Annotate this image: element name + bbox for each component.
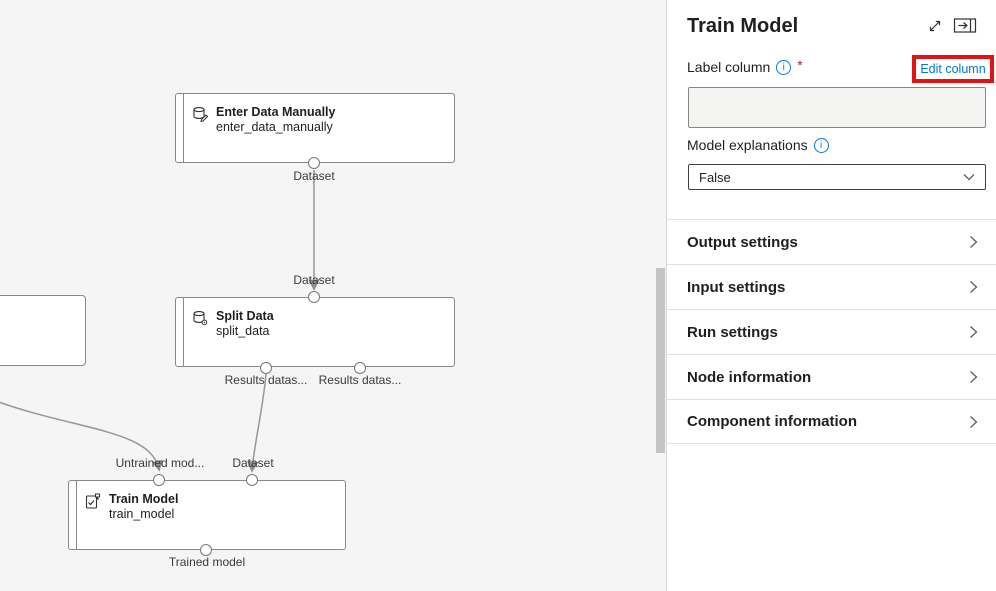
input-port[interactable] <box>246 474 258 486</box>
pipeline-canvas[interactable]: Enter Data Manually enter_data_manually … <box>0 0 666 591</box>
edge-split-to-train[interactable] <box>247 373 267 473</box>
label-column-row: Label column i * <box>687 57 803 75</box>
model-explanations-label: Model explanations <box>687 137 808 153</box>
section-input-settings[interactable]: Input settings <box>667 264 996 309</box>
select-value: False <box>699 169 731 185</box>
node-enter-data-manually[interactable]: Enter Data Manually enter_data_manually <box>175 93 455 163</box>
section-component-information[interactable]: Component information <box>667 399 996 444</box>
model-explanations-row: Model explanations i <box>687 137 829 153</box>
port-label: Results datas... <box>224 373 308 387</box>
vertical-scrollbar[interactable] <box>656 268 665 453</box>
section-output-settings[interactable]: Output settings <box>667 219 996 264</box>
train-model-icon <box>85 493 100 509</box>
output-port[interactable] <box>308 157 320 169</box>
collapse-panel-right-icon[interactable] <box>953 17 977 34</box>
info-icon[interactable]: i <box>813 137 829 153</box>
model-explanations-select[interactable]: False <box>688 164 986 190</box>
node-subtitle: split_data <box>216 324 270 338</box>
output-port[interactable] <box>354 362 366 374</box>
chevron-right-icon <box>970 326 978 338</box>
panel-title: Train Model <box>687 15 799 37</box>
chevron-right-icon <box>970 236 978 248</box>
required-marker: * <box>797 57 803 73</box>
node-title: Split Data <box>216 309 274 323</box>
node-subtitle: enter_data_manually <box>216 120 333 134</box>
split-data-icon <box>193 311 208 326</box>
input-port[interactable] <box>308 291 320 303</box>
node-train-model[interactable]: Train Model train_model <box>68 480 346 550</box>
node-split-data[interactable]: Split Data split_data <box>175 297 455 367</box>
node-partial[interactable] <box>0 295 86 366</box>
edge-offscreen-to-train[interactable] <box>0 398 163 472</box>
label-column-field[interactable] <box>688 87 986 128</box>
chevron-down-icon <box>963 174 975 181</box>
chevron-right-icon <box>970 281 978 293</box>
port-label: Dataset <box>293 273 335 287</box>
section-run-settings[interactable]: Run settings <box>667 309 996 354</box>
node-title: Train Model <box>109 492 179 506</box>
port-label: Dataset <box>232 456 274 470</box>
section-node-information[interactable]: Node information <box>667 354 996 399</box>
node-subtitle: train_model <box>109 507 175 521</box>
output-port[interactable] <box>200 544 212 556</box>
port-label: Results datas... <box>318 373 402 387</box>
chevron-right-icon <box>970 415 978 428</box>
annotation-highlight: Edit column <box>912 55 994 83</box>
output-port[interactable] <box>260 362 272 374</box>
port-label: Trained model <box>168 555 246 569</box>
edit-column-link[interactable]: Edit column <box>920 62 986 76</box>
input-port[interactable] <box>153 474 165 486</box>
chevron-right-icon <box>970 371 978 383</box>
node-title: Enter Data Manually <box>216 105 336 119</box>
expand-diagonal-icon[interactable] <box>927 18 943 34</box>
label-column-label: Label column <box>687 59 771 75</box>
port-label: Dataset <box>293 169 335 183</box>
enter-data-icon <box>193 107 208 122</box>
connection-edges <box>0 170 320 473</box>
settings-accordion: Output settings Input settings Run setti… <box>667 219 996 444</box>
port-label: Untrained mod... <box>115 456 205 470</box>
properties-panel: Train Model Label column i * Edit column… <box>666 0 996 591</box>
info-icon[interactable]: i <box>776 59 792 75</box>
